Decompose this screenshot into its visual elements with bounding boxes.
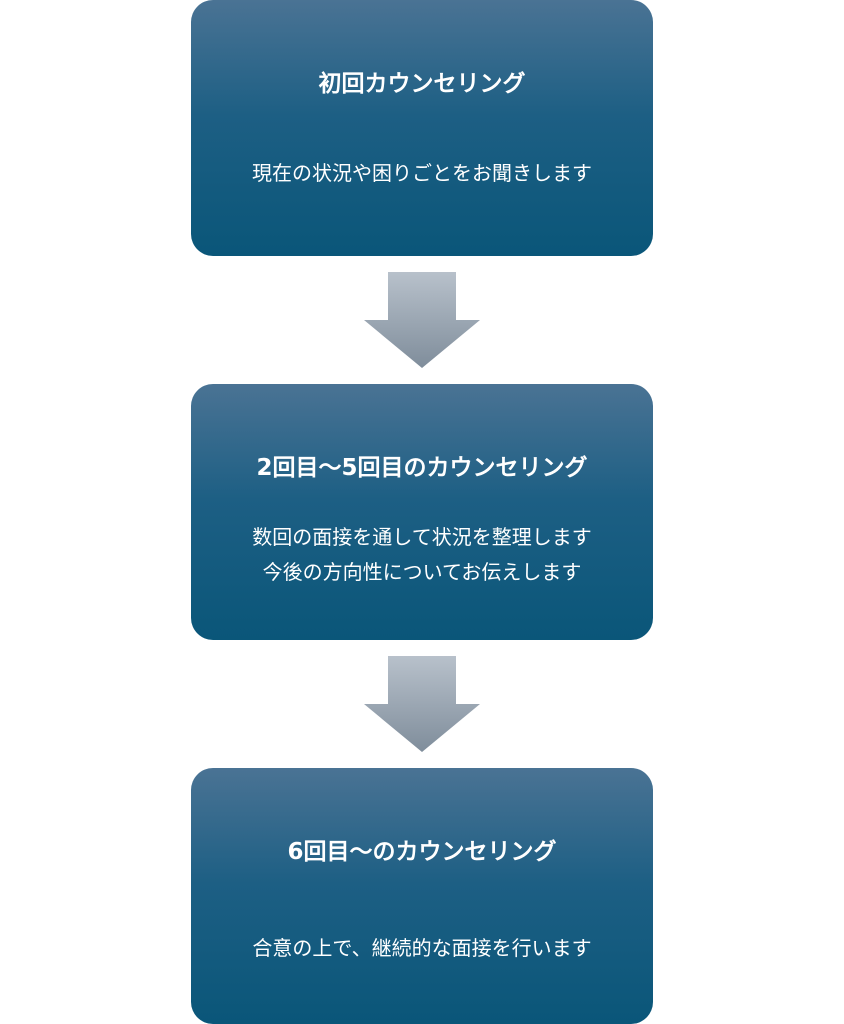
down-arrow-icon (364, 272, 480, 368)
step-description: 数回の面接を通して状況を整理します 今後の方向性についてお伝えします (191, 520, 653, 590)
step-description-line: 現在の状況や困りごとをお聞きします (252, 161, 592, 185)
step-description-line: 合意の上で、継続的な面接を行います (252, 936, 592, 960)
step-description-line: 数回の面接を通して状況を整理します (252, 525, 592, 549)
step-title: 初回カウンセリング (318, 71, 526, 97)
step-box-initial-counseling: 初回カウンセリング 現在の状況や困りごとをお聞きします (191, 0, 653, 256)
down-arrow-icon (364, 656, 480, 752)
step-title: 6回目～のカウンセリング (287, 839, 557, 865)
step-description: 現在の状況や困りごとをお聞きします (191, 156, 653, 191)
step-description-line: 今後の方向性についてお伝えします (262, 560, 582, 584)
step-box-sessions-2-to-5: 2回目～5回目のカウンセリング 数回の面接を通して状況を整理します 今後の方向性… (191, 384, 653, 640)
step-description: 合意の上で、継続的な面接を行います (191, 931, 653, 966)
step-title: 2回目～5回目のカウンセリング (256, 455, 588, 481)
step-box-session-6-onward: 6回目～のカウンセリング 合意の上で、継続的な面接を行います (191, 768, 653, 1024)
